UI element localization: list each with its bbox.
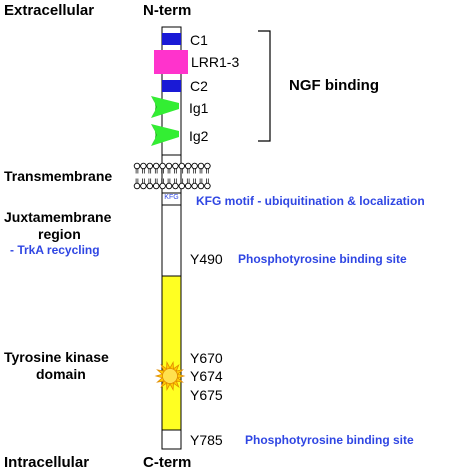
phosphorylation-sun-icon — [154, 361, 186, 391]
lipid-head — [178, 162, 186, 170]
ig1-domain — [151, 96, 179, 118]
y675-label: Y675 — [190, 387, 223, 403]
lipid-head — [204, 182, 211, 190]
lipid-head — [191, 162, 198, 170]
y785-label: Y785 — [190, 432, 223, 448]
lipid-head — [133, 162, 141, 170]
y670-label: Y670 — [190, 350, 223, 366]
ngf-binding-label: NGF binding — [289, 77, 379, 94]
c2-domain — [162, 80, 181, 92]
lipid-head — [184, 182, 192, 190]
lipid-head — [133, 182, 141, 190]
lipid-head — [159, 182, 166, 190]
lipid-head — [152, 182, 160, 190]
n-term-label: N-term — [143, 2, 192, 19]
transmembrane-label: Transmembrane — [4, 168, 113, 184]
lipid-head — [204, 162, 211, 170]
cell-membrane — [133, 162, 211, 190]
ig2-label: Ig2 — [189, 128, 209, 144]
lipid-head — [165, 162, 173, 170]
lipid-head — [191, 182, 198, 190]
kfg-motif-label: KFG motif - ubiquitination & localizatio… — [196, 194, 425, 208]
c-term-label: C-term — [143, 454, 192, 471]
ig2-domain-shade — [151, 124, 157, 146]
ig1-domain-shade — [151, 96, 157, 118]
lipid-head — [172, 182, 179, 190]
y674-label: Y674 — [190, 368, 223, 384]
juxtamembrane-label: Juxtamembrane — [4, 209, 112, 225]
phosphotyrosine-site-2: Phosphotyrosine binding site — [245, 433, 414, 447]
lrr-label: LRR1-3 — [191, 54, 240, 70]
lipid-head — [197, 182, 205, 190]
lipid-head — [184, 162, 192, 170]
kfg-box-label: KFG — [164, 194, 179, 201]
y490-label: Y490 — [190, 251, 223, 267]
lipid-head — [165, 182, 173, 190]
phosphotyrosine-site-1: Phosphotyrosine binding site — [238, 252, 407, 266]
kinase-domain — [161, 275, 182, 431]
intracellular-label: Intracellular — [4, 454, 90, 471]
lipid-head — [197, 162, 205, 170]
sun-core — [162, 368, 178, 384]
lipid-head — [178, 182, 186, 190]
lipid-head — [172, 162, 179, 170]
ngf-binding-bracket — [258, 30, 271, 142]
kinase-domain-label: domain — [36, 366, 86, 382]
ig1-label: Ig1 — [189, 100, 209, 116]
lipid-head — [146, 182, 154, 190]
lipid-head — [140, 162, 147, 170]
lipid-head — [146, 162, 154, 170]
lipid-head — [159, 162, 166, 170]
tyrosine-kinase-label: Tyrosine kinase — [4, 349, 109, 365]
lipid-head — [140, 182, 147, 190]
c1-label: C1 — [190, 32, 208, 48]
c2-label: C2 — [190, 78, 208, 94]
lrr-domain — [154, 50, 188, 74]
trka-recycling-label: - TrkA recycling — [10, 243, 100, 257]
extracellular-label: Extracellular — [4, 2, 95, 19]
c1-domain — [162, 33, 181, 45]
ig2-domain — [151, 124, 179, 146]
lipid-head — [152, 162, 160, 170]
juxtamembrane-region-label: region — [38, 226, 81, 242]
